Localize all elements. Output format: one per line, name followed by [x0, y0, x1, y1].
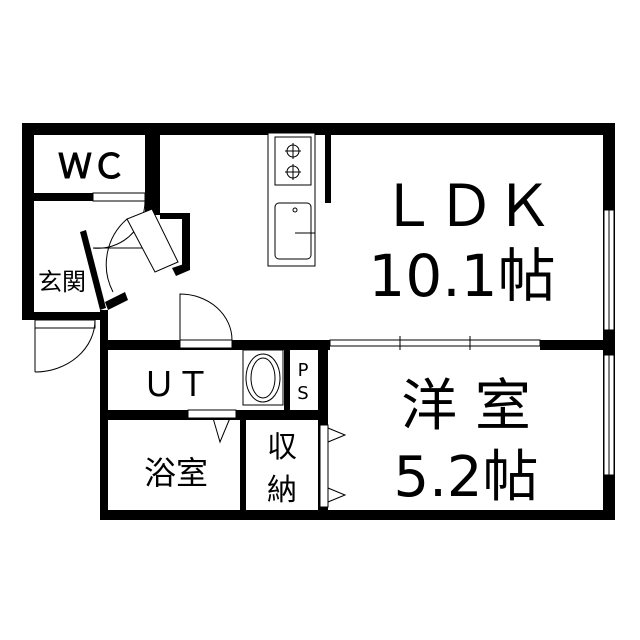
sliding-door-ldk-western[interactable] [329, 336, 541, 350]
windows [603, 209, 615, 476]
washbasin [242, 349, 284, 406]
room-label-ut: ＵＴ [142, 365, 210, 405]
room-label-ldk: ＬＤＫ [379, 172, 553, 240]
room-label-entrance: 玄関 [38, 268, 86, 296]
doors[interactable] [34, 192, 347, 508]
room-label-ps-p: P [298, 360, 309, 381]
kitchen-sink [274, 202, 315, 260]
room-label-storage-1: 収 [267, 430, 297, 465]
room-size-ldk: 10.1帖 [368, 242, 555, 310]
room-size-western: 5.2帖 [393, 445, 538, 510]
room-label-wc: ＷＣ [58, 147, 126, 187]
room-label-storage-2: 納 [267, 473, 297, 508]
room-label-western: 洋 室 [401, 374, 531, 439]
room-label-ps-s: S [297, 383, 308, 404]
room-label-bath: 浴室 [144, 454, 208, 492]
